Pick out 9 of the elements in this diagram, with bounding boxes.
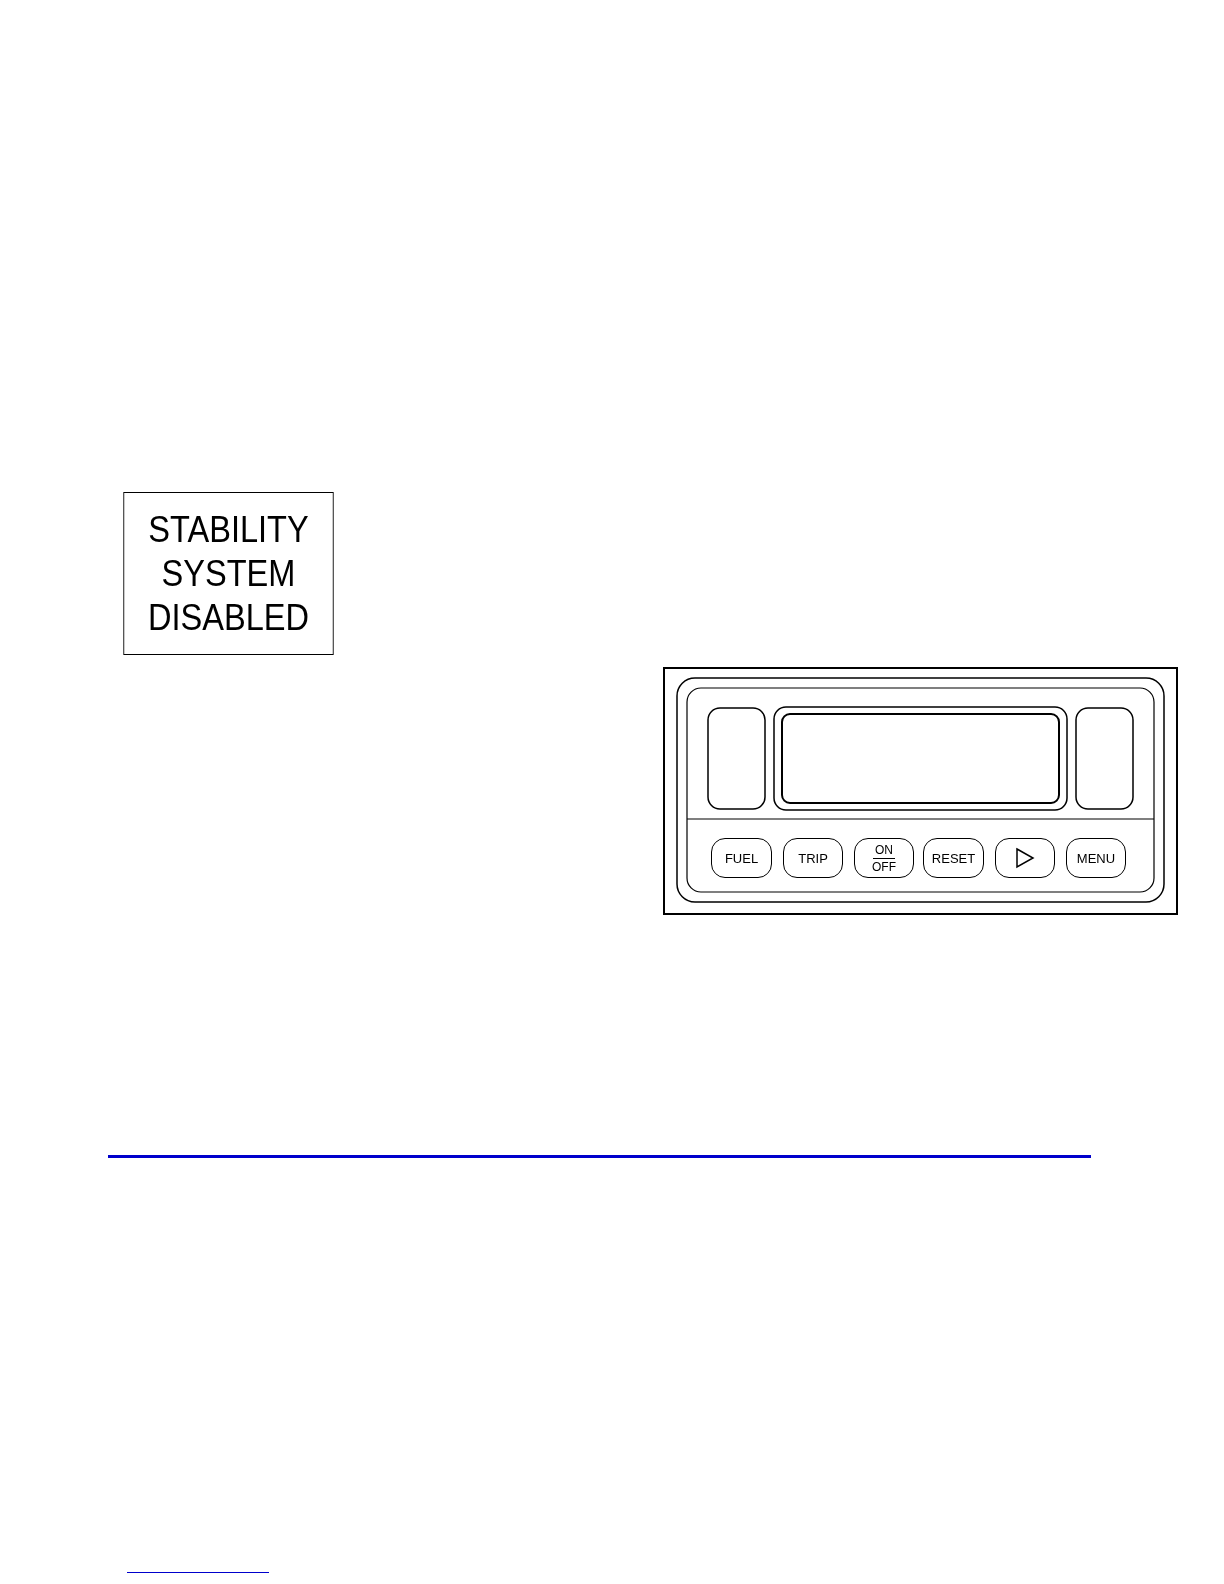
panel-button	[854, 838, 914, 878]
panel-button: RESET	[923, 838, 984, 878]
panel-button: MENU	[1066, 838, 1126, 878]
button-label: ON	[875, 842, 893, 857]
message-box: STABILITY SYSTEM DISABLED	[123, 492, 334, 655]
panel-button: TRIP	[783, 838, 843, 878]
panel-button: FUEL	[711, 838, 772, 878]
button-label: OFF	[872, 859, 896, 874]
panel-button	[995, 838, 1055, 878]
